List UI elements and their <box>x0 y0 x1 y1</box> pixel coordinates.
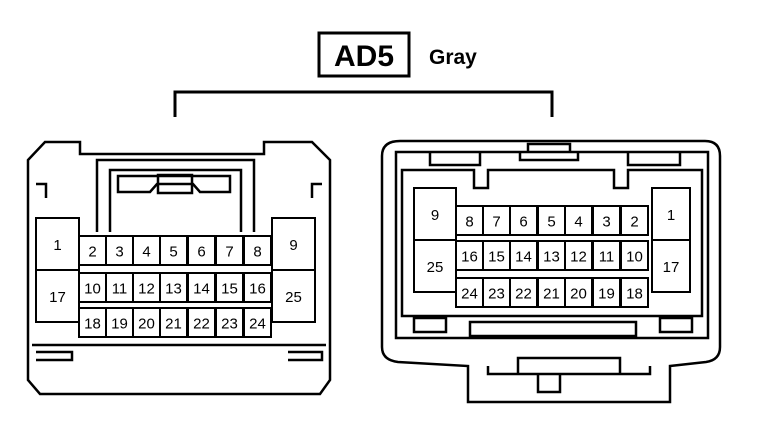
right-pin-label-13: 13 <box>543 249 560 266</box>
left-connector-body <box>26 140 332 396</box>
right-pin-label-23: 23 <box>488 286 505 303</box>
right-pin-label-1: 1 <box>667 207 675 224</box>
left-pin-label-15: 15 <box>221 281 238 298</box>
left-pin-label-4: 4 <box>142 244 150 261</box>
left-pin-label-10: 10 <box>84 281 101 298</box>
right-pin-label-20: 20 <box>570 286 587 303</box>
right-pin-label-11: 11 <box>599 249 615 266</box>
left-pin-label-21: 21 <box>165 316 182 333</box>
right-pin-label-4: 4 <box>574 214 582 231</box>
left-pin-label-12: 12 <box>138 281 155 298</box>
right-pin-label-21: 21 <box>543 286 560 303</box>
left-pin-label-3: 3 <box>115 244 123 261</box>
left-connector <box>26 140 332 396</box>
left-pin-label-24: 24 <box>249 316 266 333</box>
left-pin-label-19: 19 <box>111 316 128 333</box>
connector-code-box <box>317 31 411 78</box>
right-pin-label-22: 22 <box>515 286 532 303</box>
left-pin-label-11: 11 <box>112 281 128 298</box>
left-pin-label-22: 22 <box>193 316 210 333</box>
left-pin-label-9: 9 <box>289 237 297 254</box>
connector-code: AD5 <box>334 40 394 73</box>
connector-color: Gray <box>429 46 477 69</box>
left-pin-label-23: 23 <box>221 316 238 333</box>
left-pin-label-6: 6 <box>197 244 205 261</box>
left-connector-bottom-rail <box>32 343 326 362</box>
right-connector <box>380 139 722 404</box>
left-pin-label-8: 8 <box>253 244 261 261</box>
left-pin-label-25: 25 <box>285 289 302 306</box>
right-pin-label-14: 14 <box>515 249 532 266</box>
connector-bracket <box>173 90 554 117</box>
left-pin-cavity-25 <box>271 269 316 323</box>
right-pin-label-15: 15 <box>488 249 505 266</box>
left-pin-cavity-17 <box>35 269 80 323</box>
right-pin-label-24: 24 <box>461 286 478 303</box>
right-pin-cavity-17 <box>651 239 691 293</box>
left-pin-label-5: 5 <box>169 244 177 261</box>
left-pin-label-2: 2 <box>88 244 96 261</box>
left-pin-label-1: 1 <box>53 237 61 254</box>
left-connector-latch <box>95 158 256 232</box>
left-connector-side-slots <box>36 182 322 198</box>
right-pin-cavity-25 <box>413 239 457 293</box>
right-pin-label-2: 2 <box>630 214 638 231</box>
right-connector-body <box>380 139 722 404</box>
right-pin-label-18: 18 <box>626 286 643 303</box>
left-pin-label-7: 7 <box>225 244 233 261</box>
left-pin-label-14: 14 <box>193 281 210 298</box>
right-pin-label-3: 3 <box>602 214 610 231</box>
left-pin-label-17: 17 <box>49 289 66 306</box>
right-pin-label-16: 16 <box>461 249 478 266</box>
right-pin-label-10: 10 <box>626 249 643 266</box>
left-connector-latch-tab <box>156 173 194 195</box>
left-pin-label-16: 16 <box>249 281 266 298</box>
right-connector-top-keys <box>428 142 682 167</box>
right-connector-lower-latch <box>486 356 652 394</box>
right-connector-pins: 1234567891011121314151617181920212223242… <box>413 187 691 308</box>
left-connector-latch-stop <box>116 174 232 194</box>
right-pin-label-9: 9 <box>431 207 439 224</box>
right-connector-inner-frame <box>400 168 704 318</box>
right-pin-label-7: 7 <box>492 214 500 231</box>
right-pin-label-8: 8 <box>465 214 473 231</box>
right-pin-label-12: 12 <box>570 249 587 266</box>
left-pin-label-13: 13 <box>165 281 182 298</box>
right-pin-label-19: 19 <box>598 286 615 303</box>
right-pin-label-17: 17 <box>663 259 680 276</box>
left-pin-label-18: 18 <box>84 316 101 333</box>
right-pin-label-5: 5 <box>547 214 555 231</box>
right-connector-inner <box>394 150 710 340</box>
right-pin-label-6: 6 <box>519 214 527 231</box>
right-connector-bottom-slots <box>412 316 694 338</box>
left-pin-label-20: 20 <box>138 316 155 333</box>
right-pin-label-25: 25 <box>427 259 444 276</box>
